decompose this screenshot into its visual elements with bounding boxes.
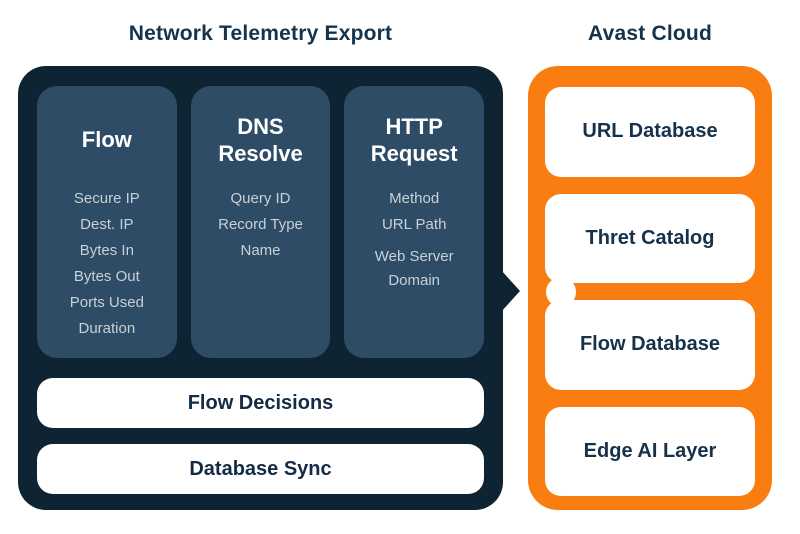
column-item: Dest. IP <box>80 216 134 233</box>
column-dns-resolve: DNS Resolve Query ID Record Type Name <box>190 86 331 358</box>
column-header: Flow <box>81 127 132 153</box>
telemetry-columns: Flow Secure IP Dest. IP Bytes In Bytes O… <box>37 86 485 358</box>
column-item-list: Method URL Path Web Server Domain <box>352 186 476 293</box>
column-header: DNS Resolve <box>218 113 303 167</box>
column-item: Bytes In <box>79 242 134 259</box>
flow-decisions-bar: Flow Decisions <box>37 378 484 428</box>
column-item: Query ID <box>230 190 291 207</box>
column-item: Record Type <box>218 216 303 233</box>
column-item: Duration <box>78 320 136 337</box>
database-sync-bar: Database Sync <box>37 444 484 494</box>
column-item: Name <box>240 242 281 259</box>
cloud-box-thret-catalog: Thret Catalog <box>545 193 755 283</box>
column-item: Ports Used <box>69 294 144 311</box>
cloud-box-url-database: URL Database <box>545 87 755 177</box>
column-item: Web Server Domain <box>374 248 454 289</box>
avast-cloud-panel: URL Database Thret Catalog Flow Database… <box>528 66 772 510</box>
column-item-list: Query ID Record Type Name <box>199 186 323 264</box>
column-item: URL Path <box>381 216 447 233</box>
network-telemetry-panel: Flow Secure IP Dest. IP Bytes In Bytes O… <box>18 66 503 510</box>
column-item: Method <box>389 190 440 207</box>
column-flow: Flow Secure IP Dest. IP Bytes In Bytes O… <box>37 86 177 358</box>
column-http-request: HTTP Request Method URL Path Web Server … <box>344 86 485 358</box>
column-item: Bytes Out <box>73 268 140 285</box>
column-item-list: Secure IP Dest. IP Bytes In Bytes Out Po… <box>45 186 169 342</box>
cloud-box-edge-ai-layer: Edge AI Layer <box>545 406 755 496</box>
connector-socket-notch <box>546 277 576 307</box>
column-item: Secure IP <box>73 190 140 207</box>
right-panel-title: Avast Cloud <box>588 22 712 45</box>
cloud-box-flow-database: Flow Database <box>545 300 755 390</box>
flow-arrow-icon <box>501 270 520 312</box>
left-panel-title: Network Telemetry Export <box>128 22 393 45</box>
column-header: HTTP Request <box>370 113 458 167</box>
